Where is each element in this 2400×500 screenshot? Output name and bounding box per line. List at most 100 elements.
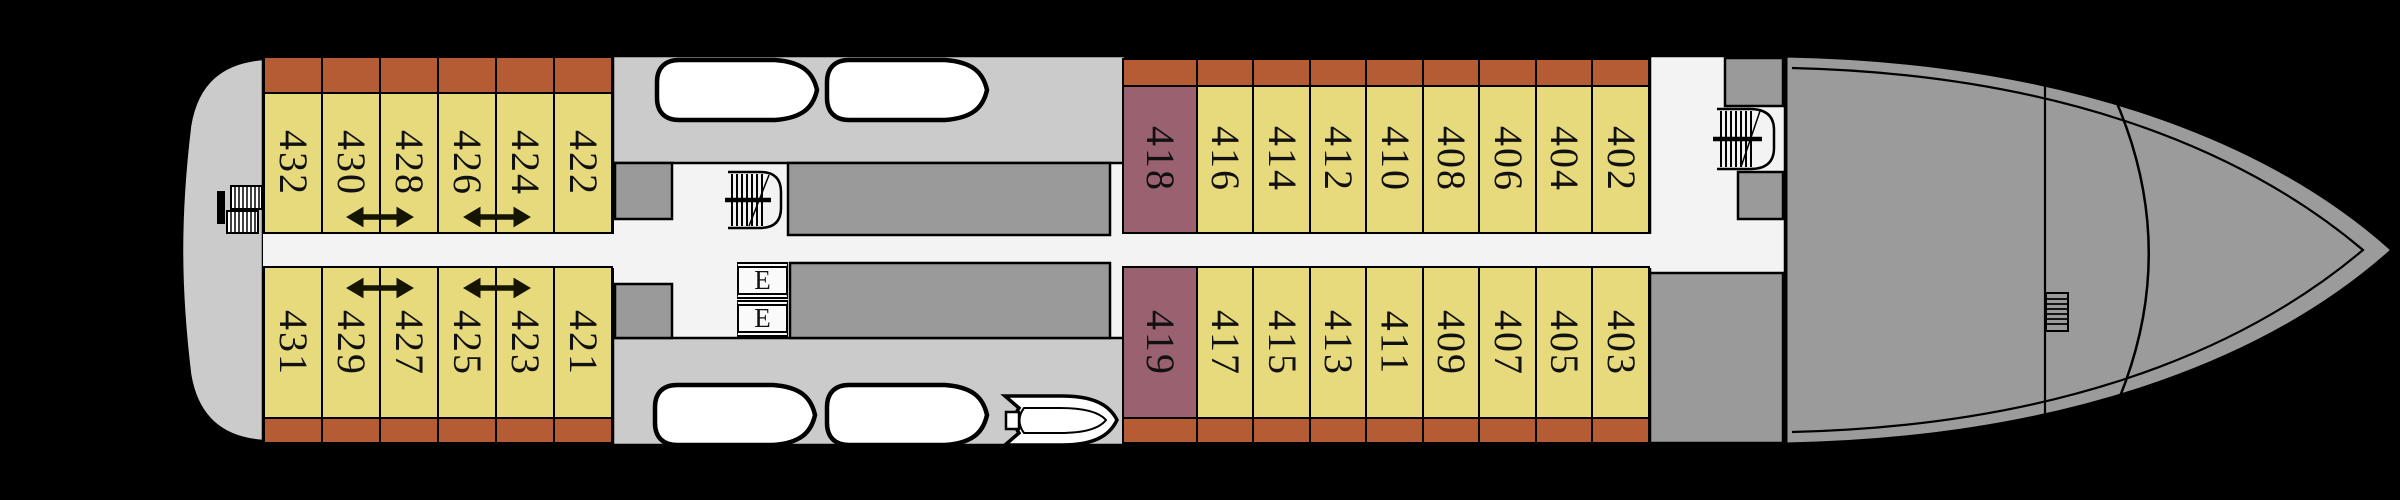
cabin-421[interactable]: 421 xyxy=(552,266,614,444)
interior-blocks xyxy=(613,56,1785,445)
cabin-410[interactable]: 410 xyxy=(1365,58,1424,234)
elevator-box: E xyxy=(737,262,788,299)
balcony-strip xyxy=(1591,417,1650,444)
balcony-strip xyxy=(1195,58,1255,87)
cabin-number: 428 xyxy=(387,129,433,196)
cabin-432[interactable]: 432 xyxy=(263,56,324,234)
cabin-number: 402 xyxy=(1598,126,1644,193)
cabin-429[interactable]: 429 xyxy=(320,266,382,444)
lifeboat-shape xyxy=(652,57,990,448)
cabin-427[interactable]: 427 xyxy=(378,266,440,444)
cabin-414[interactable]: 414 xyxy=(1252,58,1311,234)
cabin-box: 422 xyxy=(552,91,614,234)
cabin-number: 422 xyxy=(560,129,606,196)
cabin-box: 427 xyxy=(378,266,440,420)
balcony-strip xyxy=(494,417,556,444)
cabin-box: 425 xyxy=(436,266,498,420)
cabin-406[interactable]: 406 xyxy=(1478,58,1537,234)
cabin-box: 410 xyxy=(1365,84,1424,234)
cabin-430[interactable]: 430 xyxy=(320,56,382,234)
cabin-424[interactable]: 424 xyxy=(494,56,556,234)
cabin-431[interactable]: 431 xyxy=(263,266,324,444)
balcony-strip xyxy=(552,56,614,94)
cabin-number: 426 xyxy=(444,129,490,196)
cabin-box: 432 xyxy=(263,91,324,234)
cabin-box: 429 xyxy=(320,266,382,420)
cabin-box: 413 xyxy=(1308,266,1368,420)
cabin-box: 430 xyxy=(320,91,382,234)
balcony-strip xyxy=(1195,417,1255,444)
cabin-418[interactable]: 418 xyxy=(1122,58,1198,234)
cabin-number: 417 xyxy=(1203,309,1248,376)
cabin-number: 414 xyxy=(1259,126,1305,193)
balcony-strip xyxy=(263,417,324,444)
balcony-strip xyxy=(378,56,440,94)
ladder-icon xyxy=(2045,292,2069,332)
balcony-strip xyxy=(1308,417,1368,444)
cabin-425[interactable]: 425 xyxy=(436,266,498,444)
ladder-icon xyxy=(217,185,263,234)
cabin-row-forward-starboard: 419 417 415 413 411 xyxy=(1122,266,1650,444)
balcony-strip xyxy=(1534,417,1594,444)
cabin-box: 402 xyxy=(1591,84,1650,234)
cabin-box: 431 xyxy=(263,266,324,420)
cabin-403[interactable]: 403 xyxy=(1591,266,1650,444)
balcony-strip xyxy=(1478,58,1537,87)
cabin-422[interactable]: 422 xyxy=(552,56,614,234)
cabin-402[interactable]: 402 xyxy=(1591,58,1650,234)
cabin-number: 421 xyxy=(560,309,606,376)
elevator-bank: E E xyxy=(737,262,788,338)
cabin-number: 410 xyxy=(1372,126,1418,193)
cabin-number: 412 xyxy=(1316,126,1361,193)
cabin-number: 431 xyxy=(271,309,317,376)
cabin-423[interactable]: 423 xyxy=(494,266,556,444)
cabin-number: 404 xyxy=(1542,126,1587,193)
cabin-box: 414 xyxy=(1252,84,1311,234)
cabin-number: 411 xyxy=(1372,310,1418,376)
cabin-number: 403 xyxy=(1598,309,1644,376)
bow-deck xyxy=(1784,54,2393,446)
balcony-strip xyxy=(1308,58,1368,87)
cabin-417[interactable]: 417 xyxy=(1195,266,1255,444)
cabin-415[interactable]: 415 xyxy=(1252,266,1311,444)
cabin-row-aft-port: 432 430 428 426 424 xyxy=(263,56,614,234)
cabin-box: 416 xyxy=(1195,84,1255,234)
cabin-number: 415 xyxy=(1259,309,1305,376)
bow-superstructure-arc xyxy=(2111,93,2150,407)
balcony-strip xyxy=(378,417,440,444)
cabin-box: 421 xyxy=(552,266,614,420)
cabin-number: 429 xyxy=(329,309,375,376)
cabin-number: 423 xyxy=(502,309,548,376)
cabin-412[interactable]: 412 xyxy=(1308,58,1368,234)
elevator-label: E xyxy=(754,265,771,295)
cabin-428[interactable]: 428 xyxy=(378,56,440,234)
balcony-strip xyxy=(320,417,382,444)
cabin-box: 418 xyxy=(1122,84,1198,234)
balcony-strip xyxy=(263,56,324,94)
cabin-number: 432 xyxy=(271,129,317,196)
cabin-407[interactable]: 407 xyxy=(1478,266,1537,444)
balcony-strip xyxy=(1591,58,1650,87)
cabin-419[interactable]: 419 xyxy=(1122,266,1198,444)
cabin-number: 419 xyxy=(1138,309,1183,376)
tender-boat-shape xyxy=(1000,394,1119,447)
cabin-404[interactable]: 404 xyxy=(1534,58,1594,234)
balcony-strip xyxy=(1252,417,1311,444)
cabin-408[interactable]: 408 xyxy=(1421,58,1481,234)
cabin-409[interactable]: 409 xyxy=(1421,266,1481,444)
cabin-box: 415 xyxy=(1252,266,1311,420)
cabin-box: 423 xyxy=(494,266,556,420)
stern-deck xyxy=(180,57,265,443)
balcony-strip xyxy=(1122,417,1198,444)
cabin-413[interactable]: 413 xyxy=(1308,266,1368,444)
cabin-405[interactable]: 405 xyxy=(1534,266,1594,444)
cabin-box: 407 xyxy=(1478,266,1537,420)
cabin-426[interactable]: 426 xyxy=(436,56,498,234)
stairs-icon xyxy=(1713,107,1776,171)
cabin-411[interactable]: 411 xyxy=(1365,266,1424,444)
cabin-number: 407 xyxy=(1485,309,1531,376)
cabin-box: 411 xyxy=(1365,266,1424,420)
cabin-416[interactable]: 416 xyxy=(1195,58,1255,234)
balcony-strip xyxy=(1421,417,1481,444)
balcony-strip xyxy=(1252,58,1311,87)
